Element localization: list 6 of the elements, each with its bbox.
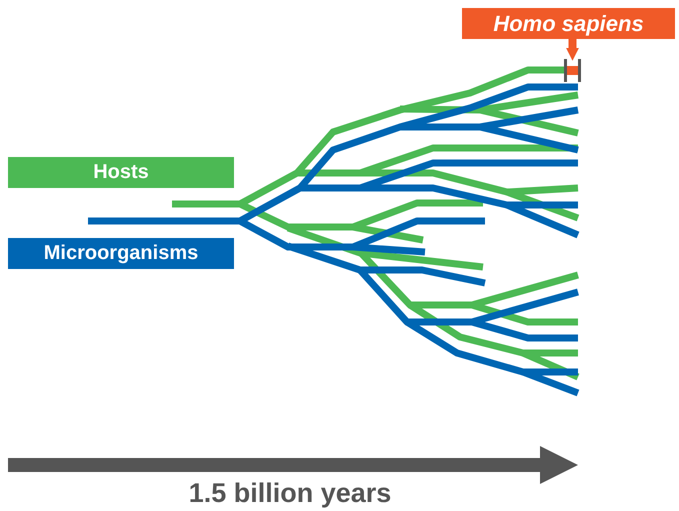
hosts-label-bar: Hosts xyxy=(8,157,234,188)
microorganisms-label-bar: Microorganisms xyxy=(8,238,234,269)
bracket-marker xyxy=(563,59,582,82)
species-label-box: Homo sapiens xyxy=(462,8,675,39)
time-span-label: 1.5 billion years xyxy=(188,478,392,509)
arrow xyxy=(566,39,579,61)
